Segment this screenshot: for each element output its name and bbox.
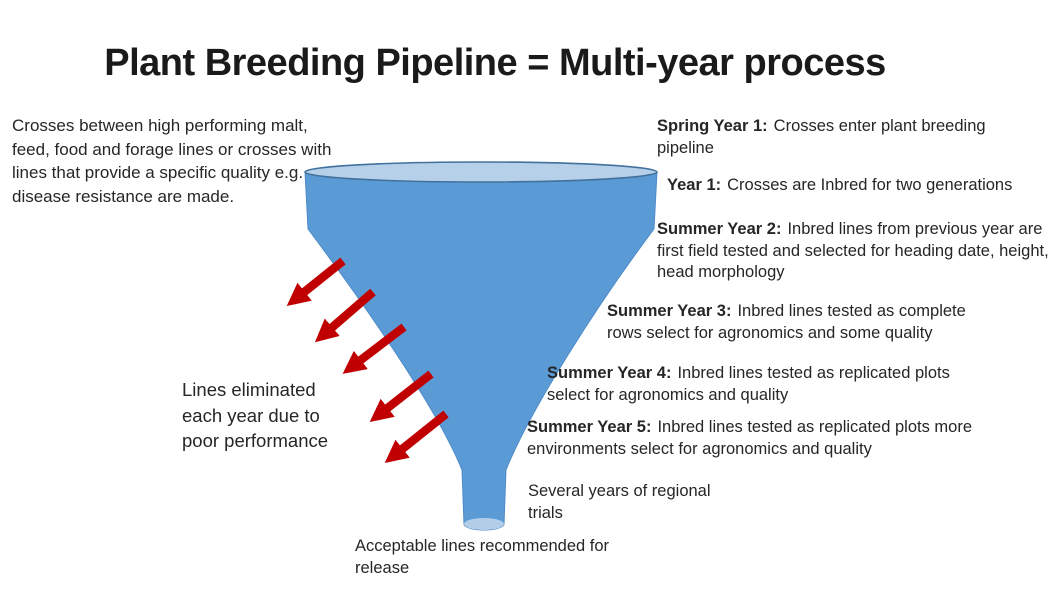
crosses-note: Crosses between high performing malt, fe… <box>12 116 332 206</box>
stage-summer-year-3: Summer Year 3:Inbred lines tested as com… <box>607 301 979 344</box>
stage-year-1: Year 1: Crosses are Inbred for two genera… <box>667 175 1060 197</box>
elimination-arrows <box>286 257 449 464</box>
elimination-arrow-icon <box>342 323 407 374</box>
stage-regional-trials: Several years of regional trials <box>528 481 728 524</box>
lines-eliminated-note: Lines eliminated each year due to poor p… <box>182 379 329 451</box>
stage-text: Crosses enter plant breeding pipeline <box>657 117 986 157</box>
stage-label: Summer Year 2: <box>657 220 782 238</box>
stage-summer-year-2: Summer Year 2:Inbred lines from previous… <box>657 219 1059 284</box>
stage-text: Inbred lines tested as complete rows sel… <box>607 302 966 342</box>
stage-label: Spring Year 1: <box>657 117 768 135</box>
elimination-arrow-icon <box>286 257 346 307</box>
elimination-arrow-icon <box>369 370 434 422</box>
stage-label: Year 1: <box>667 176 722 194</box>
stage-text: Several years of regional trials <box>528 482 711 522</box>
stage-text: Inbred lines tested as replicated plots … <box>547 364 950 404</box>
stage-text: Inbred lines from previous year are firs… <box>657 220 1049 281</box>
slide-title: Plant Breeding Pipeline = Multi-year pro… <box>104 42 886 84</box>
stage-label: Summer Year 5: <box>527 418 652 436</box>
stage-label: Summer Year 4: <box>547 364 672 382</box>
stage-text: Acceptable lines recommended for release <box>355 537 610 577</box>
stage-summer-year-4: Summer Year 4:Inbred lines tested as rep… <box>547 363 972 406</box>
elimination-arrow-icon <box>384 410 449 464</box>
stage-release: Acceptable lines recommended for release <box>355 536 613 579</box>
elimination-arrow-icon <box>314 288 376 343</box>
stage-text: Crosses are Inbred for two generations <box>727 176 1013 194</box>
stage-summer-year-5: Summer Year 5:Inbred lines tested as rep… <box>527 417 992 460</box>
stage-text: Inbred lines tested as replicated plots … <box>527 418 973 458</box>
funnel-bottom-opening-icon <box>464 518 504 530</box>
funnel-icon <box>304 171 658 531</box>
stage-label: Summer Year 3: <box>607 302 732 320</box>
funnel-top-opening-icon <box>304 161 658 183</box>
stage-spring-year-1: Spring Year 1:Crosses enter plant breedi… <box>657 116 1002 159</box>
